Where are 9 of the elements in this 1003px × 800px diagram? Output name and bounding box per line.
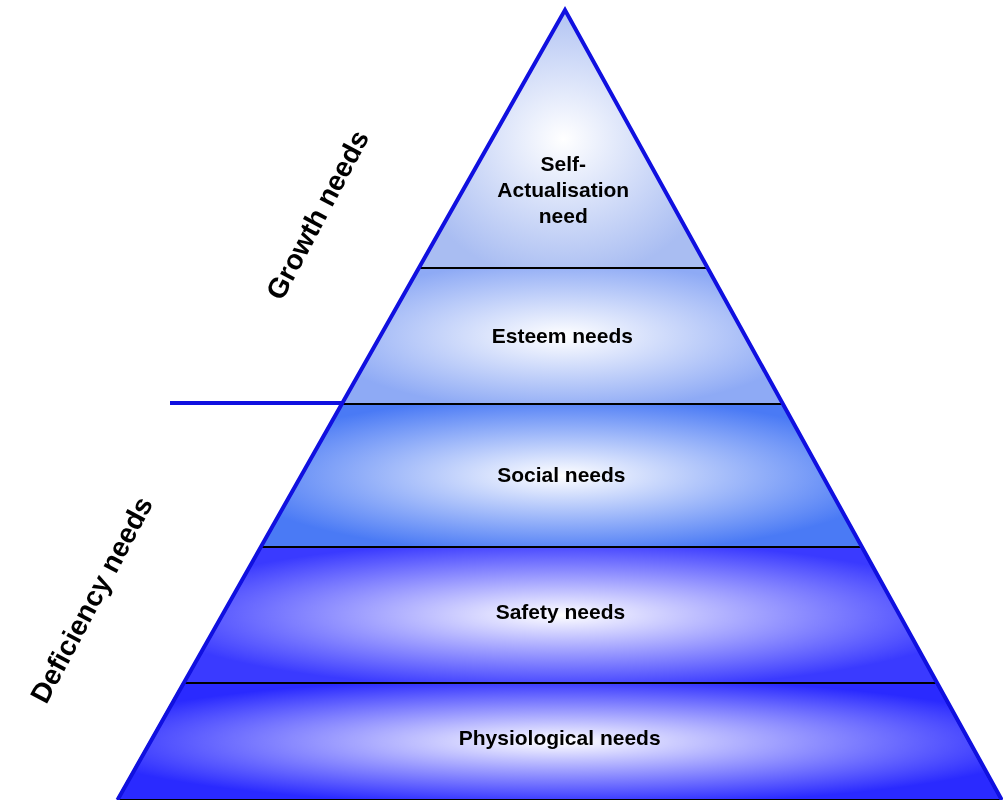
tier-label: Social needs (497, 462, 626, 488)
pyramid-tier (341, 268, 783, 404)
pyramid-tier (117, 683, 1002, 800)
tier-label: Esteem needs (491, 323, 633, 349)
pyramid-tier (260, 404, 862, 547)
tier-label: Physiological needs (458, 725, 661, 751)
pyramid-tier (183, 547, 938, 683)
tier-label: Safety needs (495, 599, 626, 625)
tier-label: Self-Actualisation need (496, 151, 631, 229)
